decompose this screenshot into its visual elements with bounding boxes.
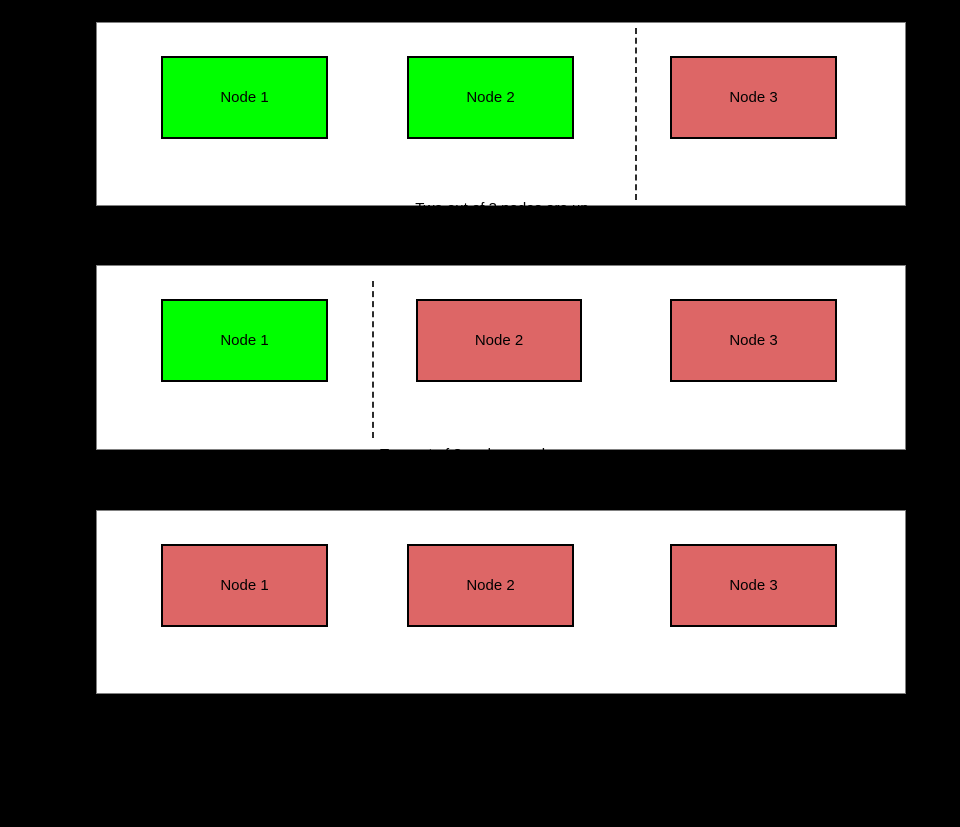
node-box-3[interactable]: Node 3 [670,544,837,627]
scenario-panel-majority-fails: Node 1 Node 2 Node 3 Two out of 3 nodes … [96,265,906,532]
node-box-label: Node 1 [220,577,269,594]
node-box-1[interactable]: Node 1 [161,56,328,139]
node-box-label: Node 3 [729,332,778,349]
quorum-divider-line [635,28,637,200]
diagram-canvas: Node 1 Node 2 Node 3 Two out of 3 nodes … [96,22,906,778]
scenario-caption: All Nodes are down Majority Fails & Clus… [369,643,639,827]
quorum-divider-line [372,281,374,438]
node-box-label: Node 3 [729,89,778,106]
node-box-1[interactable]: Node 1 [161,544,328,627]
caption-line-1: Two out of 3 nodes are down [380,446,573,463]
node-box-label: Node 2 [466,89,515,106]
node-box-3[interactable]: Node 3 [670,299,837,382]
node-box-2[interactable]: Node 2 [407,56,574,139]
node-box-1[interactable]: Node 1 [161,299,328,382]
node-box-label: Node 1 [220,332,269,349]
node-box-label: Node 3 [729,577,778,594]
node-box-label: Node 1 [220,89,269,106]
node-box-3[interactable]: Node 3 [670,56,837,139]
node-box-label: Node 2 [474,332,524,349]
node-box-2[interactable]: Node 2 [416,299,582,382]
caption-line-1: All Nodes are down [438,692,570,709]
caption-line-2: Majority Fails & Cluster Stops [405,761,603,778]
node-box-2[interactable]: Node 2 [407,544,574,627]
scenario-panel-all-down: Node 1 Node 2 Node 3 All Nodes are down … [96,510,906,778]
scenario-panel-majority-wins: Node 1 Node 2 Node 3 Two out of 3 nodes … [96,22,906,286]
caption-line-1: Two out of 3 nodes are up [415,200,589,217]
node-box-label: Node 2 [466,577,515,594]
